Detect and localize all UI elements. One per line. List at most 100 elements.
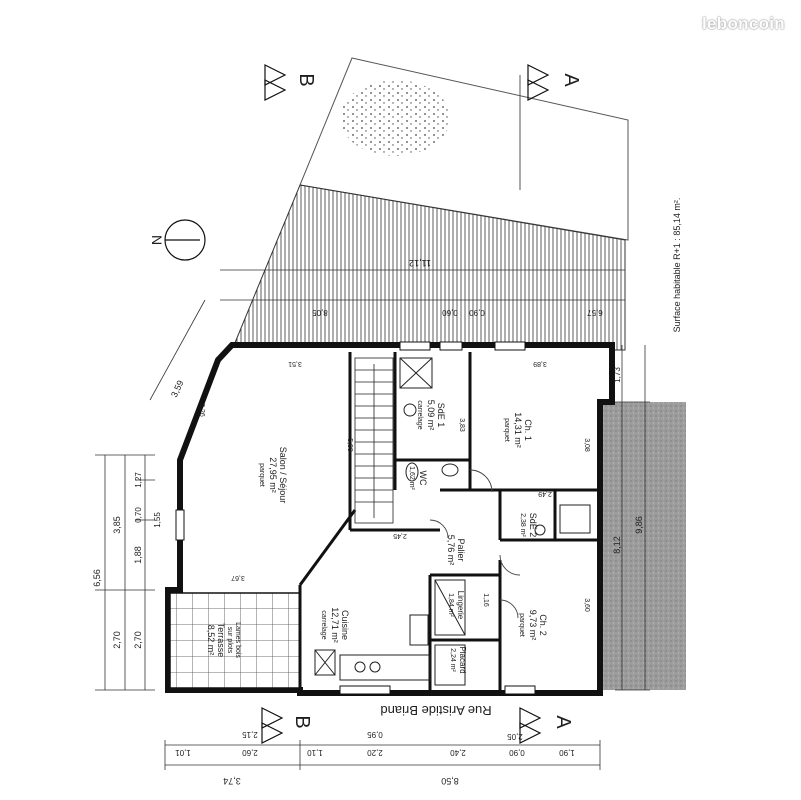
- room-placard-name: Placard: [458, 646, 467, 673]
- shower-icon-2: [559, 504, 591, 534]
- dim-top-3: 8,05: [312, 308, 328, 317]
- dim-left-2: 2,70: [112, 631, 122, 649]
- room-terrasse-name: Terrasse: [216, 623, 226, 658]
- toilet-icon: [441, 463, 459, 477]
- room-wc-name: WC: [418, 471, 428, 486]
- dimension-labels: 6,56 3,85 2,70 2,70 1,88 0,70 1,27 1,55 …: [92, 258, 644, 786]
- dim-int-10: 2,49: [538, 490, 552, 497]
- windows: [175, 341, 536, 695]
- sink-icon-2: [534, 524, 546, 536]
- dim-bottom-10: 0,90: [509, 748, 525, 757]
- shower-icon: [399, 357, 433, 389]
- room-terrasse-note2: sur plots: [226, 627, 233, 654]
- dim-bottom-9: 2,40: [450, 748, 466, 757]
- room-labels: Salon / Séjour 27,95 m² parquet Cuisine …: [206, 400, 548, 674]
- dim-bottom-5: 2,15: [242, 730, 258, 739]
- room-placard-area: 2,24 m²: [449, 648, 456, 672]
- section-a-top: A: [560, 73, 582, 87]
- north-arrow: N: [149, 219, 206, 261]
- room-cuisine-name: Cuisine: [340, 610, 350, 640]
- dim-int-6: 3,08: [583, 438, 590, 452]
- section-b-top: B: [295, 73, 317, 86]
- door-swings: [429, 469, 521, 619]
- terrace-area: [169, 592, 301, 689]
- dim-left-1: 3,85: [112, 516, 122, 534]
- sink-icon: [403, 403, 417, 417]
- dim-bottom-3: 1,01: [175, 748, 191, 757]
- kitchen-counter: [339, 654, 431, 681]
- room-sde1-area: 5,09 m²: [426, 400, 436, 431]
- dim-int-11: 1,16: [482, 593, 489, 607]
- section-a-bottom: A: [552, 715, 574, 729]
- dim-right-1: 9,86: [634, 516, 644, 534]
- dim-bottom-2: 8,50: [441, 776, 459, 786]
- room-cuisine-area: 12,71 m²: [330, 607, 340, 643]
- dim-top-6: 0,90: [469, 308, 485, 317]
- dimension-lines: [95, 269, 650, 770]
- cupboard: [434, 579, 466, 636]
- tree-icon: [340, 80, 450, 156]
- dim-right-2: 8,12: [612, 536, 622, 554]
- room-sde2-name: SdE 2: [528, 513, 538, 538]
- leboncoin-watermark: leboncoin: [702, 14, 785, 33]
- room-cuisine-floor: carrelage: [320, 610, 327, 639]
- dim-left-total: 6,56: [92, 569, 102, 587]
- dim-bottom-4: 2,60: [242, 748, 258, 757]
- room-ch1-floor: parquet: [503, 418, 510, 442]
- dim-left-2b: 2,70: [133, 631, 143, 649]
- dim-bottom-6: 1,10: [307, 748, 323, 757]
- room-ch1-area: 14,31 m²: [513, 412, 523, 448]
- room-ch2-area: 9,73 m²: [528, 610, 538, 641]
- room-lingerie-name: Lingerie: [456, 591, 465, 620]
- dim-top-1: 3,59: [169, 379, 185, 399]
- room-ch1-name: Ch. 1: [523, 419, 533, 441]
- surface-note: Surface habitable R+1 : 85,14 m².: [672, 198, 682, 333]
- room-sde2-area: 2,38 m²: [519, 513, 526, 537]
- dim-bottom-8: 0,95: [367, 730, 383, 739]
- dim-bottom-11: 2,05: [507, 732, 523, 741]
- dim-left-1b: 1,88: [133, 546, 143, 564]
- roof-hatch: [231, 184, 626, 351]
- room-sejour-area: 27,95 m²: [268, 457, 278, 493]
- dim-left-1d: 1,27: [134, 472, 143, 488]
- room-sejour-name: Salon / Séjour: [278, 447, 288, 504]
- dim-right-3: 1,73: [613, 367, 622, 383]
- section-b-bottom: B: [291, 715, 313, 728]
- room-wc-area: 1,62 m²: [408, 466, 415, 490]
- staircase: [354, 357, 394, 524]
- dim-bottom-12: 1,90: [559, 748, 575, 757]
- room-sde1-name: SdE 1: [436, 403, 446, 428]
- dim-int-1: 3,51: [288, 360, 302, 367]
- dim-left-1c: 0,70: [134, 507, 143, 523]
- room-lingerie-area: 1,84 m²: [447, 593, 454, 617]
- room-palier-area: 5,76 m²: [446, 535, 456, 566]
- dim-top-5: 0,60: [442, 308, 458, 317]
- neighbour-wall: [602, 402, 686, 690]
- street-name: Rue Aristide Briand: [380, 703, 491, 718]
- room-ch2-name: Ch. 2: [538, 614, 548, 636]
- dim-top-4: 6,57: [587, 308, 603, 317]
- dim-left-1e: 1,55: [153, 512, 162, 528]
- room-terrasse-note1: Lames bois: [234, 622, 241, 658]
- fixtures: [314, 357, 591, 686]
- dim-int-9: 2,45: [393, 532, 407, 539]
- dressing-cupboard: [434, 644, 466, 686]
- garden-area: [299, 57, 629, 241]
- dim-int-8: 5,00: [346, 438, 353, 452]
- dim-int-3: 3,26: [198, 403, 205, 417]
- north-label: N: [149, 235, 165, 245]
- room-ch2-floor: parquet: [518, 613, 525, 637]
- room-palier-name: Palier: [456, 538, 466, 561]
- dim-top-2: 11,12: [409, 258, 431, 268]
- dim-bottom-7: 2,20: [367, 748, 383, 757]
- dim-bottom-1: 3,74: [223, 776, 241, 786]
- room-sde1-floor: carrelage: [416, 400, 423, 429]
- dim-int-7: 3,60: [583, 598, 590, 612]
- room-sejour-floor: parquet: [258, 463, 265, 487]
- dim-int-5: 3,83: [458, 418, 465, 432]
- toilet-icon-2: [405, 462, 419, 482]
- section-markers: B A B A: [261, 64, 582, 744]
- room-terrasse-area: 8,52 m²: [206, 625, 216, 656]
- dim-int-2: 3,67: [231, 574, 245, 581]
